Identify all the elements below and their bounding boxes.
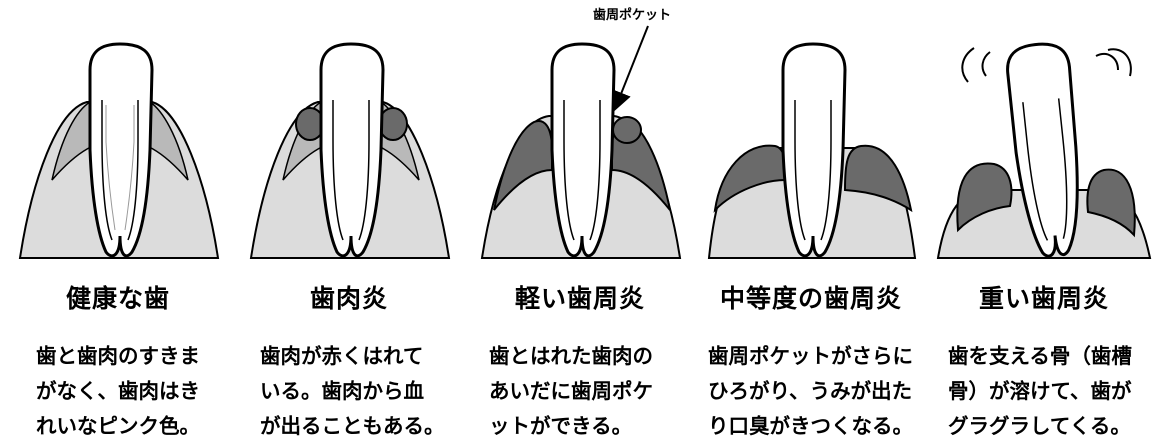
description-line: あいだに歯周ポケ [489, 374, 689, 409]
healthy-tooth-illustration [2, 30, 234, 278]
severe-periodontitis-illustration [928, 30, 1160, 278]
moderate-periodontitis-illustration [695, 30, 927, 278]
description-line: いる。歯肉から血 [260, 374, 460, 409]
description-line: ットができる。 [489, 409, 689, 444]
description-line: れいなピンク色。 [36, 409, 236, 444]
stage-title-severe: 重い歯周炎 [928, 279, 1160, 315]
stage-title-moderate: 中等度の歯周炎 [695, 279, 927, 315]
description-line: グラグラしてくる。 [948, 409, 1148, 444]
mild-periodontitis-illustration [464, 30, 696, 278]
description-line: 歯と歯肉のすきま [36, 339, 236, 374]
description-line: 歯肉が赤くはれて [260, 339, 460, 374]
stage-title-healthy: 健康な歯 [2, 279, 234, 315]
description-line: り口臭がきつくなる。 [708, 409, 908, 444]
description-line: 骨）が溶けて、歯が [948, 374, 1148, 409]
stage-description-healthy: 歯と歯肉のすきま がなく、歯肉はき れいなピンク色。 [36, 339, 236, 444]
stage-title-mild: 軽い歯周炎 [464, 279, 696, 315]
stage-title-gingivitis: 歯肉炎 [233, 279, 465, 315]
description-line: がなく、歯肉はき [36, 374, 236, 409]
stage-description-moderate: 歯周ポケットがさらに ひろがり、うみが出た り口臭がきつくなる。 [708, 339, 908, 444]
description-line: 歯を支える骨（歯槽 [948, 339, 1148, 374]
description-line: 歯周ポケットがさらに [708, 339, 908, 374]
gingivitis-illustration [233, 30, 465, 278]
stage-description-gingivitis: 歯肉が赤くはれて いる。歯肉から血 が出ることもある。 [260, 339, 460, 444]
description-line: が出ることもある。 [260, 409, 460, 444]
description-line: 歯とはれた歯肉の [489, 339, 689, 374]
description-line: ひろがり、うみが出た [708, 374, 908, 409]
stage-description-severe: 歯を支える骨（歯槽 骨）が溶けて、歯が グラグラしてくる。 [948, 339, 1148, 444]
periodontal-pocket-callout: 歯周ポケット [593, 4, 671, 23]
stage-description-mild: 歯とはれた歯肉の あいだに歯周ポケ ットができる。 [489, 339, 689, 444]
